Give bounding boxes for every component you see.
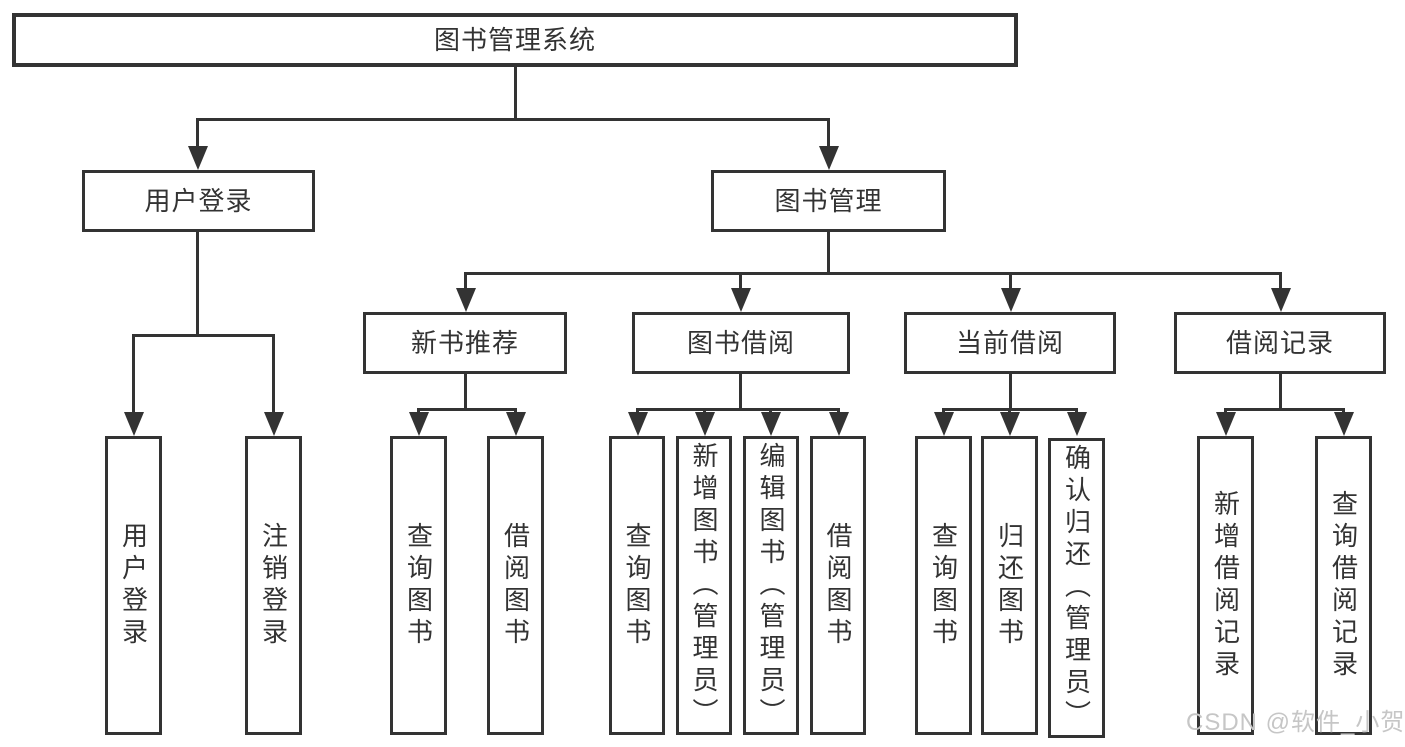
leaf-br-query-record-label: 查询借阅记录 [1328, 489, 1359, 682]
leaf-user-login: 用户登录 [105, 436, 162, 735]
arrow-br-leaf-1 [1224, 408, 1227, 412]
leaf-bb-borrow-book-label: 借阅图书 [823, 521, 853, 650]
node-system-root: 图书管理系统 [12, 13, 1018, 67]
node-system-root-label: 图书管理系统 [433, 25, 596, 55]
connector-book-borrow-stem [739, 373, 742, 411]
connector-new-book-recommend-stem [464, 373, 467, 411]
arrow-to-borrow-record [1279, 272, 1282, 288]
arrow-bb-leaf-4 [837, 408, 840, 412]
connector-root-stem [514, 66, 517, 120]
node-current-borrow: 当前借阅 [904, 312, 1116, 374]
arrow-to-leaf-user-login [132, 334, 135, 412]
connector-book-management-stem [827, 231, 830, 275]
leaf-br-add-record-label: 新增借阅记录 [1210, 489, 1241, 682]
leaf-bb-add-book-admin-label: 新增图书（管理员） [689, 441, 719, 730]
leaf-nbr-query-book-label: 查询图书 [403, 521, 434, 650]
leaf-cb-query-book-label: 查询图书 [928, 521, 959, 650]
arrow-to-leaf-logout [272, 334, 275, 412]
node-book-borrow: 图书借阅 [632, 312, 850, 374]
node-new-book-recommend-label: 新书推荐 [410, 328, 519, 358]
leaf-bb-query-book: 查询图书 [609, 436, 665, 735]
leaf-cb-query-book: 查询图书 [915, 436, 972, 735]
leaf-nbr-borrow-book: 借阅图书 [487, 436, 544, 735]
node-user-login-label: 用户登录 [144, 186, 253, 216]
arrow-to-user-login [196, 118, 199, 146]
leaf-bb-borrow-book: 借阅图书 [810, 436, 866, 735]
node-borrow-record: 借阅记录 [1174, 312, 1386, 374]
connector-user-login-stem [196, 231, 199, 337]
leaf-nbr-query-book: 查询图书 [390, 436, 447, 735]
arrow-cb-leaf-1 [942, 408, 945, 412]
arrow-to-current-borrow [1009, 272, 1012, 288]
arrow-to-new-book-recommend [464, 272, 467, 288]
node-user-login: 用户登录 [82, 170, 315, 232]
connector-user-login-bar [132, 334, 275, 337]
connector-book-borrow-bar [636, 408, 840, 411]
node-book-management: 图书管理 [711, 170, 946, 232]
arrow-bb-leaf-1 [636, 408, 639, 412]
arrow-to-book-management [827, 118, 830, 146]
node-book-borrow-label: 图书借阅 [686, 328, 795, 358]
leaf-bb-add-book-admin: 新增图书（管理员） [676, 436, 732, 735]
arrow-br-leaf-2 [1342, 408, 1345, 412]
leaf-cb-confirm-return-admin: 确认归还（管理员） [1048, 438, 1105, 738]
connector-borrow-record-bar [1224, 408, 1345, 411]
connector-book-management-bar [464, 272, 1282, 275]
arrow-bb-leaf-3 [769, 408, 772, 412]
leaf-br-add-record: 新增借阅记录 [1197, 436, 1254, 735]
leaf-cb-return-book: 归还图书 [981, 436, 1038, 735]
leaf-user-login-label: 用户登录 [118, 521, 149, 650]
leaf-logout-label: 注销登录 [258, 521, 289, 650]
node-current-borrow-label: 当前借阅 [955, 328, 1064, 358]
leaf-br-query-record: 查询借阅记录 [1315, 436, 1372, 735]
leaf-logout: 注销登录 [245, 436, 302, 735]
leaf-bb-query-book-label: 查询图书 [622, 521, 652, 650]
arrow-to-book-borrow [739, 272, 742, 288]
connector-root-bar [196, 118, 830, 121]
arrow-nbr-leaf-2 [514, 408, 517, 412]
arrow-cb-leaf-3 [1075, 408, 1078, 412]
leaf-bb-edit-book-admin: 编辑图书（管理员） [743, 436, 799, 735]
node-book-management-label: 图书管理 [774, 186, 883, 216]
leaf-cb-return-book-label: 归还图书 [994, 521, 1025, 650]
arrow-cb-leaf-2 [1008, 408, 1011, 412]
node-borrow-record-label: 借阅记录 [1225, 328, 1334, 358]
arrow-bb-leaf-2 [703, 408, 706, 412]
connector-new-book-recommend-bar [417, 408, 517, 411]
arrow-nbr-leaf-1 [417, 408, 420, 412]
csdn-watermark: CSDN @软件_小贺同学 [1186, 709, 1405, 736]
connector-current-borrow-stem [1009, 373, 1012, 411]
leaf-cb-confirm-return-admin-label: 确认归还（管理员） [1061, 444, 1092, 732]
connector-borrow-record-stem [1279, 373, 1282, 411]
leaf-nbr-borrow-book-label: 借阅图书 [500, 521, 531, 650]
leaf-bb-edit-book-admin-label: 编辑图书（管理员） [756, 441, 786, 730]
node-new-book-recommend: 新书推荐 [363, 312, 567, 374]
